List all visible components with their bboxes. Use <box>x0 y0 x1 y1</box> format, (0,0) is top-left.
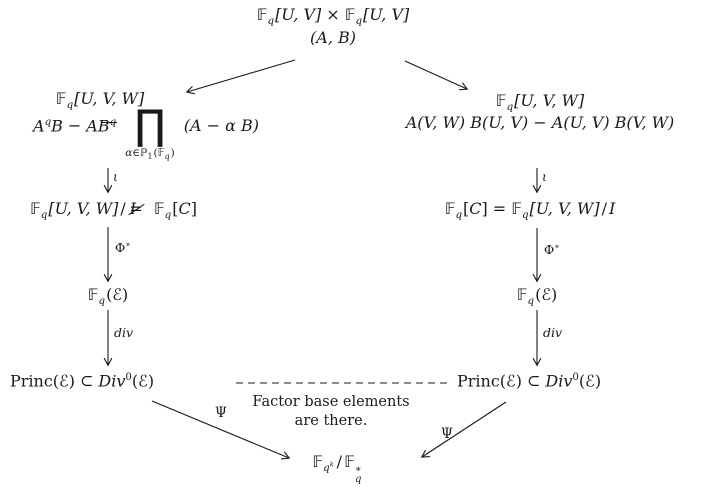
psi-label-left: Ψ <box>215 405 227 421</box>
div-label-right: div <box>543 325 563 340</box>
phi-star-label-left: Φ∗ <box>115 240 131 256</box>
script-E: ℰ <box>506 371 516 391</box>
bb-F: 𝔽 <box>511 199 522 218</box>
arrow-split-left <box>185 59 296 95</box>
product-limits: α∈ℙ1(𝔽q) <box>125 147 175 162</box>
script-E: ℰ <box>138 371 148 391</box>
psi-arrow-left <box>151 400 291 460</box>
iota-label-right: ι <box>542 169 547 184</box>
right-ideal-generator: A(V, W) B(U, V) − A(U, V) B(V, W) <box>405 113 675 132</box>
right-function-field: 𝔽q(ℰ) <box>516 285 558 308</box>
factor-base-note-line2: are there. <box>294 412 368 429</box>
script-E: ℰ <box>585 371 595 391</box>
phi-star-label-right: Φ∗ <box>544 242 560 258</box>
quotient-target: 𝔽qk/𝔽∗q <box>312 452 362 485</box>
bb-F: 𝔽 <box>444 199 456 218</box>
qk-subscript: qk <box>323 460 334 475</box>
cancelled-exponent-q: q <box>109 116 117 128</box>
right-quotient-ring: 𝔽q[C]=𝔽q[U, V, W]/I <box>444 199 616 222</box>
bb-P: ℙ <box>140 147 148 160</box>
cancelled-ideal-eq: I= <box>128 199 145 218</box>
psi-arrow-right <box>420 401 507 458</box>
bb-F: 𝔽 <box>157 147 165 160</box>
bb-F: 𝔽 <box>344 5 356 24</box>
factor-base-note: Factor base elements are there. <box>252 393 409 431</box>
script-E: ℰ <box>59 371 69 391</box>
bb-F: 𝔽 <box>495 91 507 110</box>
left-function-field: 𝔽q(ℰ) <box>87 285 129 308</box>
product-symbol: ∏ <box>134 101 166 149</box>
arrow-split-right <box>404 60 469 91</box>
linear-factor: (A − α B) <box>183 116 260 135</box>
right-poly-ring: 𝔽q[U, V, W] <box>495 91 585 114</box>
star-q-stack: ∗q <box>354 463 362 485</box>
right-principal-divisors: Princ(ℰ)⊂Div0(ℰ) <box>457 371 602 391</box>
bb-F: 𝔽 <box>55 89 67 108</box>
product-over-p1: ∏ α∈ℙ1(𝔽q) <box>125 101 175 162</box>
script-E: ℰ <box>541 285 552 304</box>
bb-F: 𝔽 <box>153 199 165 218</box>
pair-label: (A, B) <box>310 28 356 48</box>
div-label-left: div <box>114 325 134 340</box>
left-generator-formula: AqB−ABq <box>33 116 117 136</box>
left-quotient-ring: 𝔽q[U, V, W]/I= 𝔽q[C] <box>30 199 197 222</box>
left-ideal-generator: AqB−ABq ∏ α∈ℙ1(𝔽q) (A − α B) <box>33 101 260 162</box>
script-C: C <box>469 199 482 218</box>
product-ring-formula: 𝔽q[U, V]×𝔽q[U, V] <box>256 5 410 28</box>
bb-F: 𝔽 <box>87 285 99 304</box>
bb-F: 𝔽 <box>312 452 324 471</box>
bb-F: 𝔽 <box>30 199 41 218</box>
script-E: ℰ <box>112 285 123 304</box>
left-poly-ring: 𝔽q[U, V, W] <box>55 89 145 112</box>
factor-base-note-line1: Factor base elements <box>252 394 410 410</box>
script-C: C <box>178 199 191 218</box>
bb-F: 𝔽 <box>256 5 268 24</box>
bb-F: 𝔽 <box>516 285 528 304</box>
bb-F: 𝔽 <box>344 452 355 471</box>
spacer <box>147 199 152 218</box>
left-principal-divisors: Princ(ℰ)⊂Div0(ℰ) <box>10 371 155 391</box>
iota-label-left: ι <box>113 169 118 184</box>
product-ring-node: 𝔽q[U, V]×𝔽q[U, V] (A, B) <box>257 5 410 49</box>
psi-label-right: Ψ <box>441 426 453 442</box>
